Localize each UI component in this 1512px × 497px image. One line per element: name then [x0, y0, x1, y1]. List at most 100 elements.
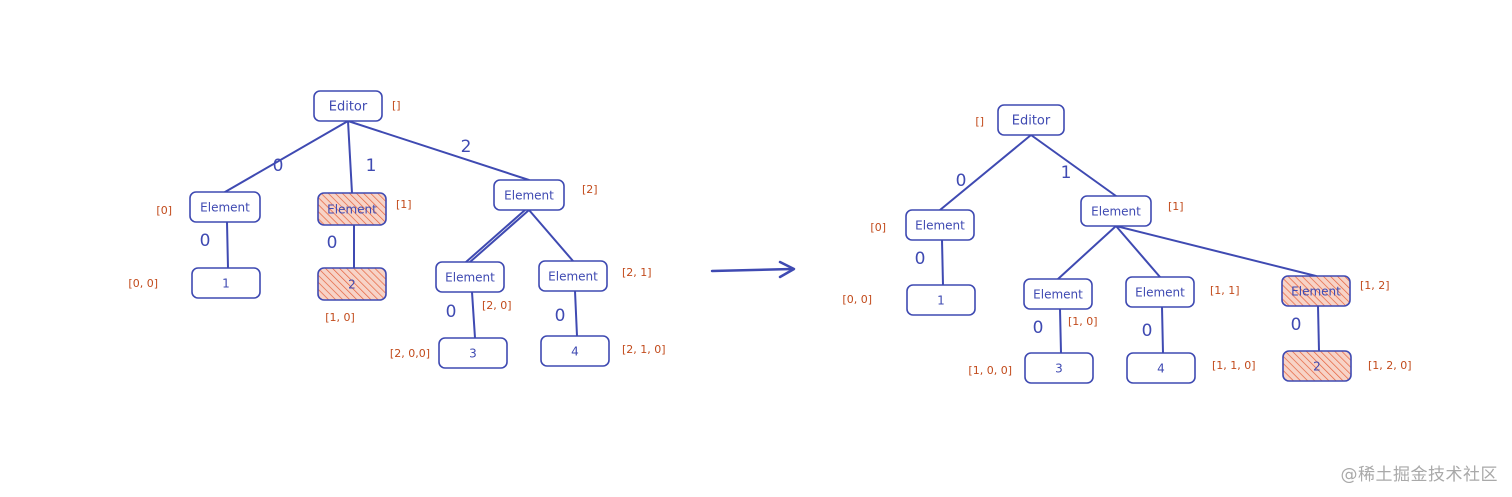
left-child-2-sub-1-leaf-node [540, 335, 610, 367]
left-child-2-edge-label: 2 [461, 137, 472, 157]
right-child-1-sub-2-leaf-edge-label: 0 [1291, 315, 1302, 335]
right-child-1-sub-2-leaf-label: 2 [1313, 360, 1321, 374]
right-child-1-sub-2-node [1281, 275, 1351, 307]
left-root-path: [] [392, 99, 401, 112]
left-root-label: Editor [329, 100, 368, 115]
right-child-0-leaf-edge [941, 239, 944, 286]
right-child-1-sub-1-leaf-label: 4 [1157, 362, 1165, 376]
right-child-1-sub-2-path: [1, 2] [1360, 279, 1390, 292]
right-child-1-sub-2-leaf-edge [1317, 305, 1320, 352]
right-child-0-edge [939, 134, 1032, 211]
right-child-1-sub-1-leaf-edge-label: 0 [1142, 321, 1153, 341]
left-child-2-sub-0-edge [469, 209, 530, 263]
left-child-2-label: Element [504, 189, 554, 203]
right-child-1-sub-1-leaf-node [1126, 352, 1196, 384]
left-child-1-label: Element [327, 203, 377, 217]
left-child-0-leaf-edge-label: 0 [200, 231, 211, 251]
right-child-1-sub-0-label: Element [1033, 288, 1083, 302]
arrow-shaft [710, 267, 794, 273]
left-child-2-sub-0-leaf-edge [471, 291, 476, 339]
right-child-0-leaf-edge-label: 0 [915, 249, 926, 269]
left-child-0-leaf-path: [0, 0] [128, 277, 158, 290]
watermark: @稀土掘金技术社区 [1340, 465, 1498, 485]
tree-nodes [189, 90, 1352, 384]
left-child-1-leaf-label: 2 [348, 278, 356, 292]
left-child-2-sub-1-node [538, 260, 608, 292]
right-child-1-sub-2-edge [1115, 225, 1317, 277]
right-child-0-leaf-label: 1 [937, 294, 945, 308]
left-root-node [313, 90, 383, 122]
tree-edges [224, 120, 1320, 354]
right-child-1-sub-0-leaf-label: 3 [1055, 362, 1063, 376]
left-child-2-sub-1-edge [528, 209, 574, 262]
left-child-2-sub-0-label: Element [445, 271, 495, 285]
right-root-label: Editor [1012, 114, 1051, 129]
transform-arrow [710, 260, 796, 279]
right-child-1-sub-1-label: Element [1135, 286, 1185, 300]
left-child-2-sub-0-path: [2, 0] [482, 299, 512, 312]
right-root-path: [] [975, 115, 984, 128]
right-child-1-sub-2-leaf-path: [1, 2, 0] [1368, 359, 1412, 372]
left-child-0-edge [224, 120, 349, 193]
left-child-1-leaf-node [317, 267, 387, 301]
right-child-1-edge [1030, 134, 1117, 197]
right-child-0-edge-label: 0 [956, 171, 967, 191]
left-child-2-sub-1-label: Element [548, 270, 598, 284]
right-child-0-label: Element [915, 219, 965, 233]
right-child-1-sub-0-leaf-node [1024, 352, 1094, 384]
left-child-2-sub-1-leaf-path: [2, 1, 0] [622, 343, 666, 356]
right-child-1-sub-0-node [1023, 278, 1093, 310]
right-child-1-sub-2-label: Element [1291, 285, 1341, 299]
left-child-2-edge [347, 120, 530, 181]
right-child-1-sub-1-edge [1115, 225, 1161, 278]
left-child-1-path: [1] [396, 198, 412, 211]
right-child-1-sub-0-edge [1057, 225, 1117, 280]
right-child-1-sub-0-leaf-path: [1, 0, 0] [968, 364, 1012, 377]
left-child-0-leaf-label: 1 [222, 277, 230, 291]
left-child-0-path: [0] [156, 204, 172, 217]
right-child-1-sub-1-path: [1, 1] [1210, 284, 1240, 297]
left-child-1-node [317, 192, 387, 226]
left-child-2-sub-0-leaf-node [438, 337, 508, 369]
left-child-2-sub-0-leaf-edge-label: 0 [446, 302, 457, 322]
right-child-0-leaf-path: [0, 0] [842, 293, 872, 306]
left-child-2-sub-0-node [435, 261, 505, 293]
right-root-node [997, 104, 1065, 136]
arrow-head [778, 260, 796, 279]
right-child-1-sub-0-leaf-edge-label: 0 [1033, 318, 1044, 338]
right-child-1-edge-label: 1 [1061, 163, 1072, 183]
left-child-2-path: [2] [582, 183, 598, 196]
right-child-1-sub-2-leaf-node [1282, 350, 1352, 382]
left-child-0-edge-label: 0 [273, 156, 284, 176]
right-child-1-sub-0-leaf-edge [1059, 308, 1062, 354]
right-child-1-sub-1-node [1125, 276, 1195, 308]
left-child-2-sub-1-leaf-label: 4 [571, 345, 579, 359]
right-child-1-path: [1] [1168, 200, 1184, 213]
right-child-1-node [1080, 195, 1152, 227]
left-child-2-sub-1-leaf-edge-label: 0 [555, 306, 566, 326]
right-child-1-sub-1-leaf-edge [1161, 306, 1164, 354]
left-child-2-node [493, 179, 565, 211]
left-child-1-edge [347, 120, 353, 194]
left-child-2-sub-0-leaf-path: [2, 0,0] [390, 347, 430, 360]
left-child-0-leaf-node [191, 267, 261, 299]
left-child-0-node [189, 191, 261, 223]
left-child-1-edge-label: 1 [366, 156, 377, 176]
right-child-1-label: Element [1091, 205, 1141, 219]
left-child-1-leaf-path: [1, 0] [325, 311, 355, 324]
right-child-0-leaf-node [906, 284, 976, 316]
left-child-1-leaf-edge-label: 0 [327, 233, 338, 253]
left-child-2-sub-0-edge-double [465, 209, 526, 263]
right-child-0-node [905, 209, 975, 241]
left-child-2-sub-1-leaf-edge [574, 290, 578, 337]
left-child-0-label: Element [200, 201, 250, 215]
left-child-2-sub-0-leaf-label: 3 [469, 347, 477, 361]
right-child-1-sub-1-leaf-path: [1, 1, 0] [1212, 359, 1256, 372]
right-child-1-sub-0-path: [1, 0] [1068, 315, 1098, 328]
left-child-0-leaf-edge [226, 221, 229, 269]
right-child-0-path: [0] [870, 221, 886, 234]
left-child-2-sub-1-path: [2, 1] [622, 266, 652, 279]
